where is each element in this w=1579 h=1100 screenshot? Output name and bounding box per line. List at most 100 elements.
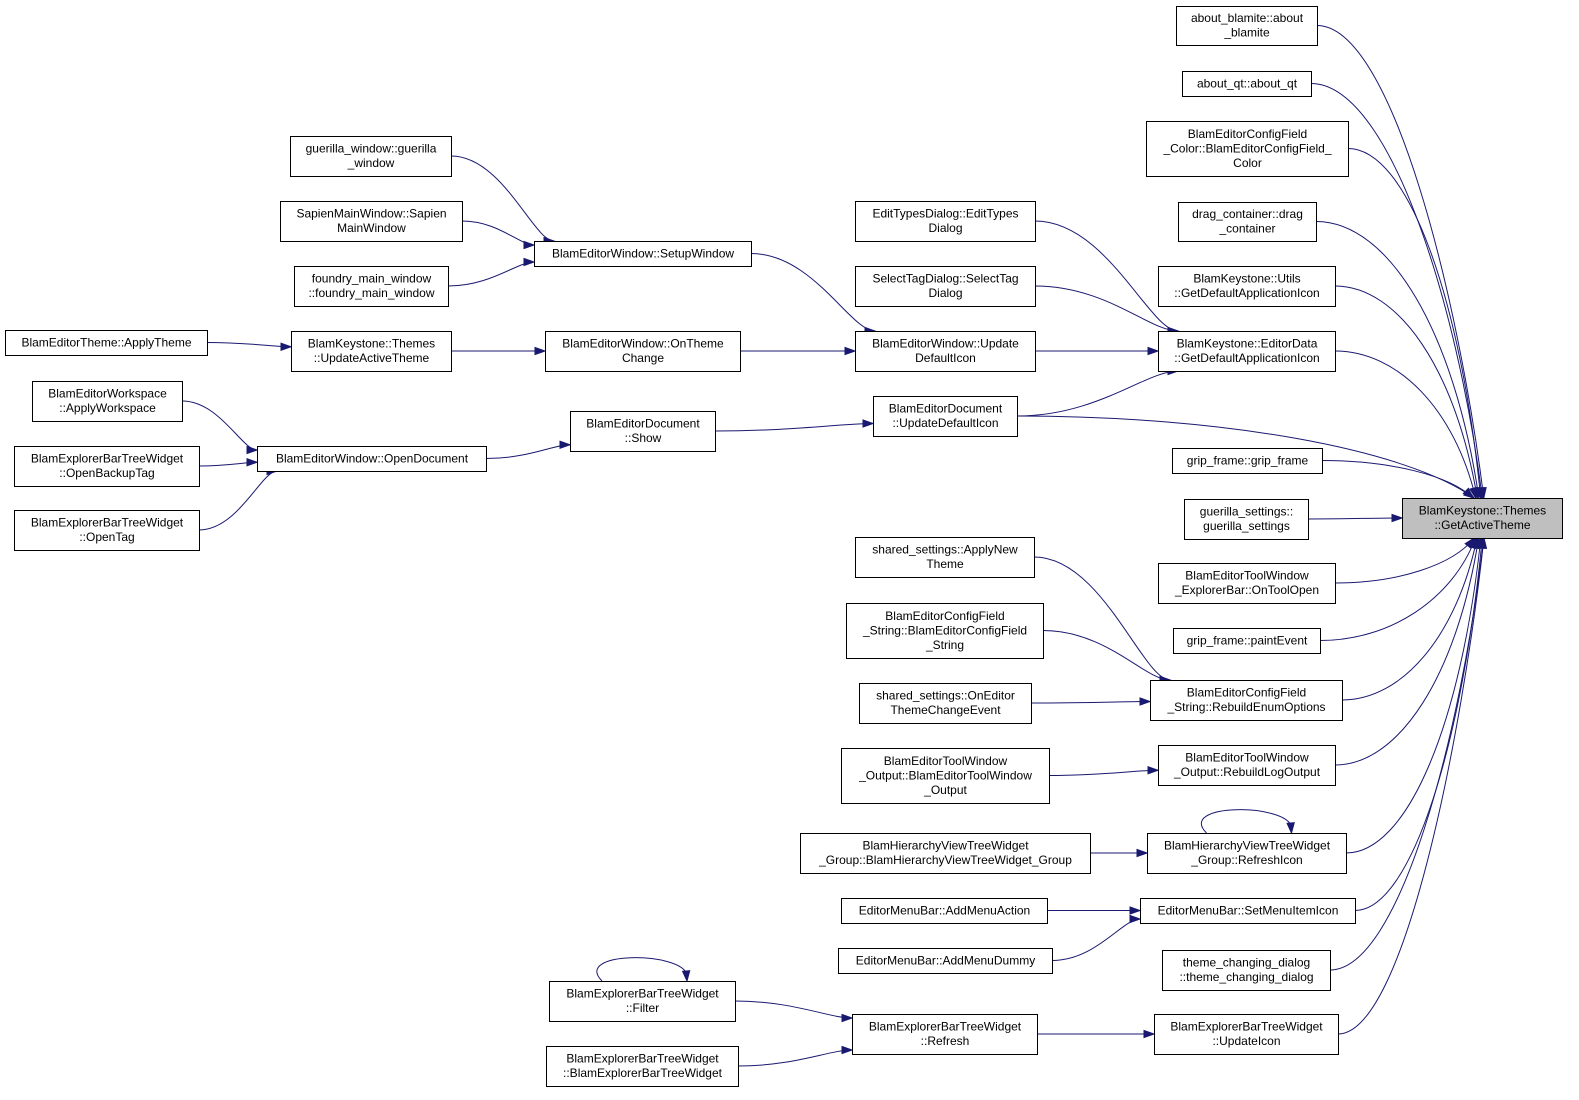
node-label-line: BlamExplorerBarTreeWidget xyxy=(1170,1020,1323,1034)
node-about-qt[interactable]: about_qt::about_qt xyxy=(1182,71,1312,97)
node-box xyxy=(1182,71,1312,97)
node-about-blamite[interactable]: about_blamite::about_blamite xyxy=(1176,6,1318,46)
node-box xyxy=(1147,833,1347,874)
edge-editordata-icon-to-root-head xyxy=(1469,486,1478,500)
edge-theme-dialog-to-root xyxy=(1329,537,1485,971)
node-label-line: _String::BlamEditorConfigField xyxy=(862,623,1027,637)
node-utils-icon[interactable]: BlamKeystone::Utils::GetDefaultApplicati… xyxy=(1158,266,1336,307)
node-label-line: BlamHierarchyViewTreeWidget xyxy=(1164,839,1331,853)
node-label-line: Dialog xyxy=(928,221,962,235)
node-label-line: ::UpdateDefaultIcon xyxy=(892,416,998,430)
node-guerilla-settings[interactable]: guerilla_settings::guerilla_settings xyxy=(1184,499,1309,540)
node-apply-theme[interactable]: BlamEditorTheme::ApplyTheme xyxy=(5,330,208,356)
node-label-line: DefaultIcon xyxy=(915,351,976,365)
node-label-line: ::UpdateActiveTheme xyxy=(314,351,430,365)
node-layer: BlamKeystone::Themes::GetActiveTheme abou… xyxy=(5,6,1563,1087)
node-label-line: grip_frame::grip_frame xyxy=(1187,453,1309,467)
node-box xyxy=(1158,266,1336,307)
node-select-tag[interactable]: SelectTagDialog::SelectTagDialog xyxy=(855,266,1036,307)
node-editordata-icon[interactable]: BlamKeystone::EditorData::GetDefaultAppl… xyxy=(1158,331,1336,372)
node-label-line: BlamKeystone::Themes xyxy=(308,337,435,351)
node-box xyxy=(800,833,1091,874)
edge-utils-icon-to-root xyxy=(1334,285,1478,499)
node-foundry-window[interactable]: foundry_main_window::foundry_main_window xyxy=(294,266,449,307)
node-label-line: BlamExplorerBarTreeWidget xyxy=(31,452,184,466)
node-doc-update-icon[interactable]: BlamEditorDocument::UpdateDefaultIcon xyxy=(873,396,1018,437)
node-explorer-filter[interactable]: BlamExplorerBarTreeWidget::Filter xyxy=(549,981,736,1022)
node-label-line: _Output::BlamEditorToolWindow xyxy=(858,768,1032,782)
node-label-line: BlamEditorWindow::SetupWindow xyxy=(552,246,734,260)
node-label-line: BlamExplorerBarTreeWidget xyxy=(869,1020,1022,1034)
node-root[interactable]: BlamKeystone::Themes::GetActiveTheme xyxy=(1402,498,1563,539)
node-rebuild-enum[interactable]: BlamEditorConfigField_String::RebuildEnu… xyxy=(1150,680,1343,721)
node-hier-refresh[interactable]: BlamHierarchyViewTreeWidget_Group::Refre… xyxy=(1147,833,1347,874)
node-open-tag[interactable]: BlamExplorerBarTreeWidget::OpenTag xyxy=(14,510,200,551)
node-add-menu-dummy[interactable]: EditorMenuBar::AddMenuDummy xyxy=(838,948,1053,974)
node-open-document[interactable]: BlamEditorWindow::OpenDocument xyxy=(257,446,487,472)
node-box xyxy=(1158,563,1336,604)
node-label-line: BlamEditorToolWindow xyxy=(1185,569,1309,583)
node-box xyxy=(1184,499,1309,540)
edge-grip-frame-to-root xyxy=(1321,460,1474,499)
node-box xyxy=(32,381,183,422)
node-label-line: Dialog xyxy=(928,286,962,300)
node-label-line: _String xyxy=(925,638,964,652)
node-hier-group[interactable]: BlamHierarchyViewTreeWidget_Group::BlamH… xyxy=(800,833,1091,874)
node-label-line: _Color::BlamEditorConfigField_ xyxy=(1162,141,1331,155)
edge-open-tag-to-open-document xyxy=(198,470,278,531)
node-box xyxy=(1178,202,1317,242)
node-label-line: ::Show xyxy=(625,431,662,445)
node-theme-dialog[interactable]: theme_changing_dialog::theme_changing_di… xyxy=(1162,950,1331,991)
node-open-backup[interactable]: BlamExplorerBarTreeWidget::OpenBackupTag xyxy=(14,446,200,487)
node-label-line: Change xyxy=(622,351,664,365)
node-on-editor-theme[interactable]: shared_settings::OnEditorThemeChangeEven… xyxy=(859,683,1032,724)
node-edit-types[interactable]: EditTypesDialog::EditTypesDialog xyxy=(855,201,1036,242)
node-label-line: BlamEditorToolWindow xyxy=(884,754,1008,768)
node-grip-paint[interactable]: grip_frame::paintEvent xyxy=(1173,628,1321,654)
node-sapien-window[interactable]: SapienMainWindow::SapienMainWindow xyxy=(280,201,463,242)
node-label-line: _window xyxy=(347,156,395,170)
edge-doc-show-to-doc-update-icon-head xyxy=(862,419,875,428)
node-box xyxy=(841,748,1050,804)
node-box xyxy=(5,330,208,356)
node-label-line: SelectTagDialog::SelectTag xyxy=(872,272,1018,286)
node-cfg-color[interactable]: BlamEditorConfigField_Color::BlamEditorC… xyxy=(1146,121,1349,177)
edge-guerilla-settings-to-root xyxy=(1307,517,1403,520)
node-label-line: Theme xyxy=(926,557,964,571)
node-tool-explorer[interactable]: BlamEditorToolWindow_ExplorerBar::OnTool… xyxy=(1158,563,1336,604)
node-cfg-string[interactable]: BlamEditorConfigField_String::BlamEditor… xyxy=(846,603,1044,659)
node-doc-show[interactable]: BlamEditorDocument::Show xyxy=(570,411,716,452)
node-win-update-icon[interactable]: BlamEditorWindow::UpdateDefaultIcon xyxy=(855,331,1036,372)
edge-grip-paint-to-root xyxy=(1319,537,1477,641)
node-drag-container[interactable]: drag_container::drag_container xyxy=(1178,202,1317,242)
edge-open-backup-to-open-document-head xyxy=(246,457,259,467)
edge-explorer-refresh-to-explorer-update-icon-head xyxy=(1143,1029,1156,1039)
node-explorer-refresh[interactable]: BlamExplorerBarTreeWidget::Refresh xyxy=(852,1014,1038,1055)
node-guerilla-window[interactable]: guerilla_window::guerilla_window xyxy=(290,136,452,177)
node-update-active-theme[interactable]: BlamKeystone::Themes::UpdateActiveTheme xyxy=(291,331,452,372)
node-tool-output[interactable]: BlamEditorToolWindow_Output::BlamEditorT… xyxy=(841,748,1050,804)
node-apply-workspace[interactable]: BlamEditorWorkspace::ApplyWorkspace xyxy=(32,381,183,422)
node-box xyxy=(1162,950,1331,991)
node-grip-frame[interactable]: grip_frame::grip_frame xyxy=(1172,448,1323,474)
node-explorer-update-icon[interactable]: BlamExplorerBarTreeWidget::UpdateIcon xyxy=(1154,1014,1339,1055)
node-box xyxy=(838,948,1053,974)
edge-on-editor-theme-to-rebuild-enum-head xyxy=(1139,697,1152,706)
node-add-menu-action[interactable]: EditorMenuBar::AddMenuAction xyxy=(841,898,1048,924)
edge-update-active-theme-to-win-theme-change-head xyxy=(534,346,547,356)
node-label-line: grip_frame::paintEvent xyxy=(1187,633,1308,647)
node-label-line: foundry_main_window xyxy=(312,272,432,286)
node-box xyxy=(855,537,1035,578)
node-box xyxy=(290,136,452,177)
node-box xyxy=(14,510,200,551)
edge-explorer-update-icon-to-root-head xyxy=(1478,536,1488,549)
edge-explorer-filter-to-explorer-filter-head xyxy=(681,970,691,983)
edge-explorer-filter-to-explorer-refresh-head xyxy=(841,1013,854,1023)
node-set-menu-icon[interactable]: EditorMenuBar::SetMenuItemIcon xyxy=(1140,898,1356,924)
node-explorer-ctor[interactable]: BlamExplorerBarTreeWidget::BlamExplorerB… xyxy=(546,1046,739,1087)
node-setup-window[interactable]: BlamEditorWindow::SetupWindow xyxy=(534,241,752,267)
node-rebuild-log[interactable]: BlamEditorToolWindow_Output::RebuildLogO… xyxy=(1158,745,1336,786)
